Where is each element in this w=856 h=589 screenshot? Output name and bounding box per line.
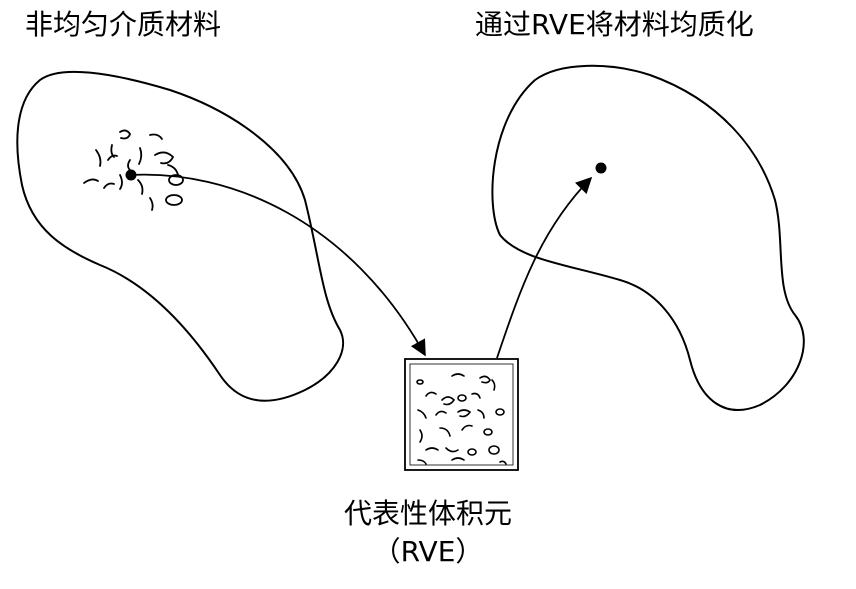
heterogeneous-material-title: 非均匀介质材料 bbox=[25, 8, 222, 41]
rve-caption: 代表性体积元 （RVE） bbox=[0, 495, 856, 571]
rve-caption-line1: 代表性体积元 bbox=[343, 497, 512, 530]
rve-caption-line2: （RVE） bbox=[372, 535, 484, 568]
rve-microstructure bbox=[416, 373, 507, 465]
sample-point-right bbox=[595, 162, 607, 174]
homogenized-body-outline bbox=[491, 64, 805, 411]
arrow-to-rve bbox=[130, 173, 426, 357]
arrow-from-rve bbox=[496, 176, 593, 359]
homogenized-material-title: 通过RVE将材料均质化 bbox=[475, 8, 754, 41]
heterogeneous-body-outline bbox=[16, 70, 345, 402]
microstructure-squiggles bbox=[83, 129, 184, 211]
